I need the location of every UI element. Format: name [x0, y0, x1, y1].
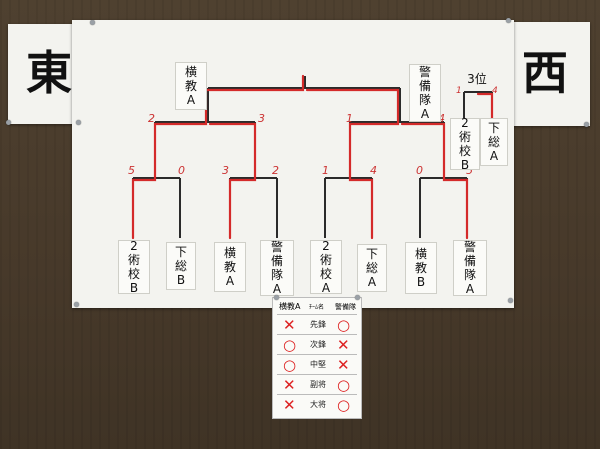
result-row: ✕ 大将 ○ [277, 394, 357, 415]
result-left-mark: ✕ [283, 316, 296, 334]
result-right-mark: ○ [337, 376, 351, 394]
quarter-score-7: 0 [416, 164, 423, 177]
result-right-mark: ✕ [337, 356, 350, 374]
result-right-mark: ○ [337, 396, 351, 414]
quarter-score-4: 2 [272, 164, 279, 177]
result-right-team: 警備隊 [335, 303, 356, 311]
quarter-score-8: 5 [466, 164, 473, 177]
semi-score-2: 3 [258, 112, 265, 125]
result-table-header: 横教A ﾁｰﾑ名 警備隊 [273, 298, 361, 314]
pin [274, 295, 279, 300]
result-right-mark: ○ [337, 316, 351, 334]
quarter-score-6: 4 [370, 164, 377, 177]
third-place-panel: 3位 [452, 72, 502, 102]
pin [506, 18, 511, 23]
quarter-score-2: 0 [178, 164, 185, 177]
result-row: ✕ 副将 ○ [277, 374, 357, 395]
result-position: 副将 [310, 380, 326, 389]
pin [6, 120, 11, 125]
semi-score-4: 4 [438, 112, 445, 125]
result-left-mark: ✕ [283, 376, 296, 394]
west-label: 西 [522, 46, 568, 100]
result-row: ✕ 先鋒 ○ [277, 314, 357, 335]
quarter-score-3: 3 [222, 164, 229, 177]
result-position: 次鋒 [310, 340, 326, 349]
semi-score-1: 2 [148, 112, 155, 125]
result-middle-header: ﾁｰﾑ名 [309, 304, 325, 311]
quarter-score-5: 1 [322, 164, 329, 177]
pin [584, 122, 589, 127]
third-place-title: 3位 [467, 72, 487, 86]
pin [355, 295, 360, 300]
pin [74, 302, 79, 307]
result-position: 大将 [310, 400, 326, 409]
west-panel: 西 [504, 22, 590, 126]
result-left-team: 横教A [279, 302, 301, 311]
pin [508, 298, 513, 303]
result-left-mark: ○ [283, 356, 297, 374]
third-right-score: 4 [492, 86, 498, 96]
result-row: ○ 中堅 ✕ [277, 354, 357, 375]
result-left-mark: ○ [283, 336, 297, 354]
third-left-score: 1 [456, 86, 462, 96]
result-left-mark: ✕ [283, 396, 296, 414]
result-position: 中堅 [310, 360, 326, 369]
result-table: 横教A ﾁｰﾑ名 警備隊 ✕ 先鋒 ○ ○ 次鋒 ✕ ○ 中堅 ✕ ✕ 副将 ○… [272, 297, 362, 419]
pin [90, 20, 95, 25]
result-right-mark: ✕ [337, 336, 350, 354]
quarter-score-1: 5 [128, 164, 135, 177]
semi-score-3: 1 [346, 112, 353, 125]
pin [76, 120, 81, 125]
east-label: 東 [26, 46, 72, 100]
result-row: ○ 次鋒 ✕ [277, 334, 357, 355]
result-position: 先鋒 [310, 320, 326, 329]
